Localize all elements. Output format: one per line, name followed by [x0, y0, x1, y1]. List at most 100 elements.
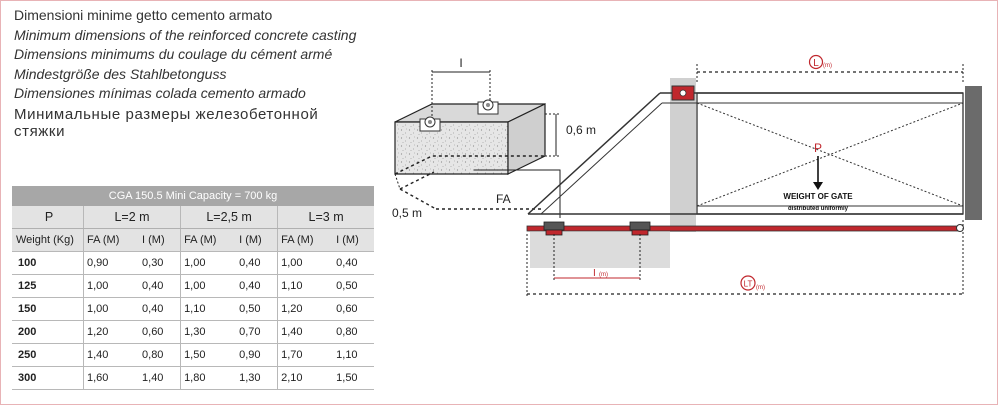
concrete-block: I 0,6 m 0,5 m FA: [392, 56, 596, 220]
value-cell: 0,90: [83, 251, 140, 275]
width-label: 0,5 m: [392, 206, 422, 220]
value-cell: 0,90: [236, 343, 278, 367]
value-cell: 0,80: [139, 343, 181, 367]
table-header-row: P L=2 m L=2,5 m L=3 m: [12, 206, 374, 229]
value-cell: 2,10: [277, 366, 334, 390]
value-cell: 0,80: [333, 320, 374, 344]
sub-header: FA (M): [180, 228, 237, 252]
table-row: 125 1,00 0,40 1,00 0,40 1,10 0,50: [12, 274, 374, 298]
value-cell: 0,50: [333, 274, 374, 298]
value-cell: 1,40: [139, 366, 181, 390]
weight-p-label: P: [814, 141, 822, 155]
title-de: Mindestgröße des Stahlbetonguss: [14, 65, 227, 82]
depth-label: 0,6 m: [566, 123, 596, 137]
value-cell: 1,20: [277, 297, 334, 321]
total-length-label: LT: [744, 280, 753, 289]
rail: [526, 225, 962, 232]
title-en: Minimum dimensions of the reinforced con…: [14, 26, 357, 43]
gate-length-unit: (m): [823, 63, 832, 69]
value-cell: 1,40: [83, 343, 140, 367]
group-header-l25: L=2,5 m: [180, 206, 278, 229]
group-header-l2: L=2 m: [82, 206, 181, 229]
value-cell: 1,80: [180, 366, 237, 390]
wheel-spacing-label: I: [593, 268, 596, 279]
gate-length-dimension: L (m): [696, 54, 964, 84]
value-cell: 1,10: [333, 343, 374, 367]
weight-cell: 100: [12, 251, 84, 275]
gate-diagonal: [696, 102, 964, 207]
group-header-l3: L=3 m: [277, 206, 374, 229]
value-cell: 1,10: [277, 274, 334, 298]
wheel-bracket-left: [419, 116, 441, 132]
wheel-right: [629, 221, 651, 236]
value-cell: 0,60: [333, 297, 374, 321]
table-caption-row: CGA 150.5 Mini Capacity = 700 kg: [12, 186, 374, 206]
sliding-gate: P WEIGHT OF GATE distributed uniformly: [527, 85, 964, 215]
title-it: Dimensioni minime getto cemento armato: [14, 7, 273, 23]
total-length-unit: (m): [756, 285, 765, 291]
value-cell: 1,30: [236, 366, 278, 390]
block-to-rail-leader: [474, 169, 561, 218]
value-cell: 1,40: [277, 320, 334, 344]
value-cell: 1,00: [180, 251, 237, 275]
pillar-shadow: [670, 78, 696, 232]
weight-cell: 250: [12, 343, 84, 367]
weight-header: Weight (Kg): [12, 228, 84, 252]
value-cell: 0,40: [236, 274, 278, 298]
weight-arrow: [813, 182, 823, 190]
table-subheader-row: Weight (Kg) FA (M) I (M) FA (M) I (M) FA…: [12, 228, 374, 252]
weight-of-gate-label: WEIGHT OF GATE: [783, 192, 853, 201]
sub-header: FA (M): [277, 228, 334, 252]
title-block: Dimensioni minime getto cemento armato M…: [14, 6, 356, 140]
sub-header: I (M): [236, 228, 278, 252]
value-cell: 0,70: [236, 320, 278, 344]
weight-cell: 125: [12, 274, 84, 298]
table-row: 300 1,60 1,40 1,80 1,30 2,10 1,50: [12, 366, 374, 390]
value-cell: 0,40: [236, 251, 278, 275]
table-row: 100 0,90 0,30 1,00 0,40 1,00 0,40: [12, 251, 374, 275]
table-row: 150 1,00 0,40 1,10 0,50 1,20 0,60: [12, 297, 374, 321]
value-cell: 1,50: [333, 366, 374, 390]
gate-length-label: L: [813, 58, 819, 69]
value-cell: 1,00: [83, 274, 140, 298]
value-cell: 0,30: [139, 251, 181, 275]
weight-cell: 200: [12, 320, 84, 344]
value-cell: 1,70: [277, 343, 334, 367]
value-cell: 1,30: [180, 320, 237, 344]
sub-header: I (M): [139, 228, 181, 252]
wheel-left: [543, 221, 565, 236]
wheel-spacing-unit: (m): [599, 272, 608, 278]
rail-end-cap: [956, 224, 964, 232]
wheel-bracket-right: [477, 99, 499, 115]
wheel-spacing-dimension: I (m): [553, 234, 641, 280]
value-cell: 1,00: [83, 297, 140, 321]
value-cell: 1,20: [83, 320, 140, 344]
sub-header: I (M): [333, 228, 374, 252]
gate-diagonal: [696, 102, 964, 207]
value-cell: 0,40: [139, 274, 181, 298]
table-row: 250 1,40 0,80 1,50 0,90 1,70 1,10: [12, 343, 374, 367]
value-cell: 1,60: [83, 366, 140, 390]
block-hidden-edge: [394, 155, 545, 175]
value-cell: 0,40: [333, 251, 374, 275]
p-header: P: [12, 206, 84, 229]
total-length-dimension: LT (m): [526, 220, 964, 296]
sub-header: FA (M): [83, 228, 140, 252]
value-cell: 0,40: [139, 297, 181, 321]
title-fr: Dimensions minimums du coulage du cément…: [14, 46, 333, 62]
end-post: [965, 86, 982, 220]
value-cell: 0,50: [236, 297, 278, 321]
value-cell: 1,00: [180, 274, 237, 298]
value-cell: 0,60: [139, 320, 181, 344]
title-ru: Минимальные размеры железобетонной стяжк…: [14, 105, 319, 140]
gate-panel: [696, 92, 964, 215]
distributed-label: distributed uniformly: [788, 206, 849, 212]
weight-cell: 150: [12, 297, 84, 321]
dimensions-table: CGA 150.5 Mini Capacity = 700 kg P L=2 m…: [12, 186, 374, 390]
value-cell: 1,00: [277, 251, 334, 275]
weight-cell: 300: [12, 366, 84, 390]
table-caption: CGA 150.5 Mini Capacity = 700 kg: [12, 186, 374, 206]
block-fa-label: FA: [496, 192, 511, 206]
title-es: Dimensiones mínimas colada cemento armad…: [14, 85, 306, 101]
